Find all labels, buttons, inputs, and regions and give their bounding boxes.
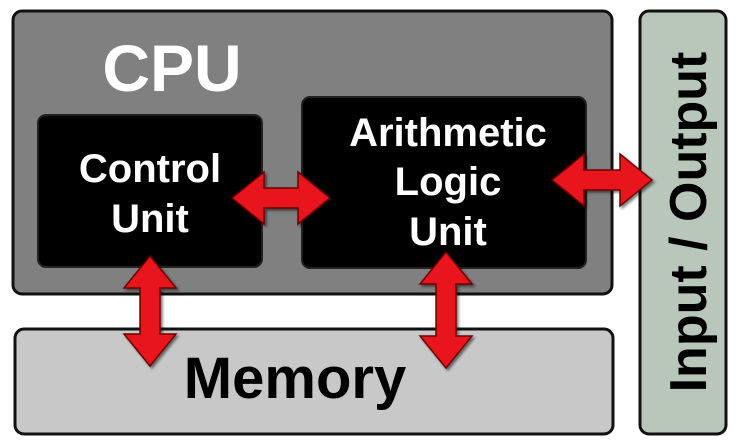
input-output-label: Input / Output — [660, 52, 718, 393]
alu-label-line3: Unit — [409, 210, 487, 254]
input-output-box — [638, 9, 728, 436]
alu-label-line2: Logic — [395, 160, 502, 204]
alu-label-line1: Arithmetic — [349, 111, 547, 155]
memory-box — [13, 327, 615, 436]
arrow-control-unit-alu — [230, 170, 332, 226]
memory-label: Memory — [184, 346, 406, 411]
arrow-control-unit-memory — [122, 254, 178, 368]
control-unit-box — [37, 114, 263, 268]
cpu-label: CPU — [102, 31, 241, 105]
control-unit-label-line2: Unit — [111, 197, 189, 241]
arrow-alu-input-output — [550, 152, 654, 208]
control-unit-label-line1: Control — [79, 147, 221, 191]
arrow-alu-memory — [418, 250, 474, 370]
